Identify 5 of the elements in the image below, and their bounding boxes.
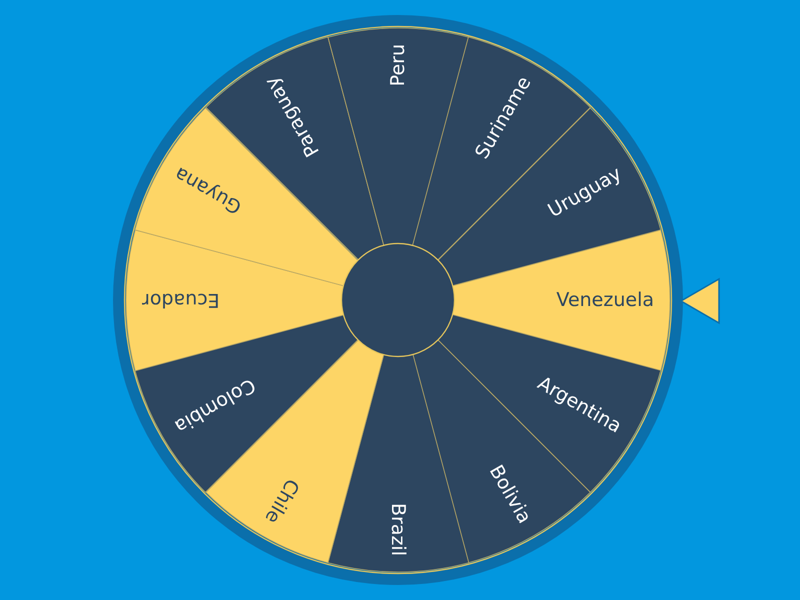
slice-label: Peru (386, 44, 410, 88)
slice-label: Ecuador (142, 288, 221, 313)
slice-label: Brazil (386, 502, 410, 556)
slice-label: Venezuela (555, 288, 654, 313)
wheel-hub (340, 242, 456, 358)
